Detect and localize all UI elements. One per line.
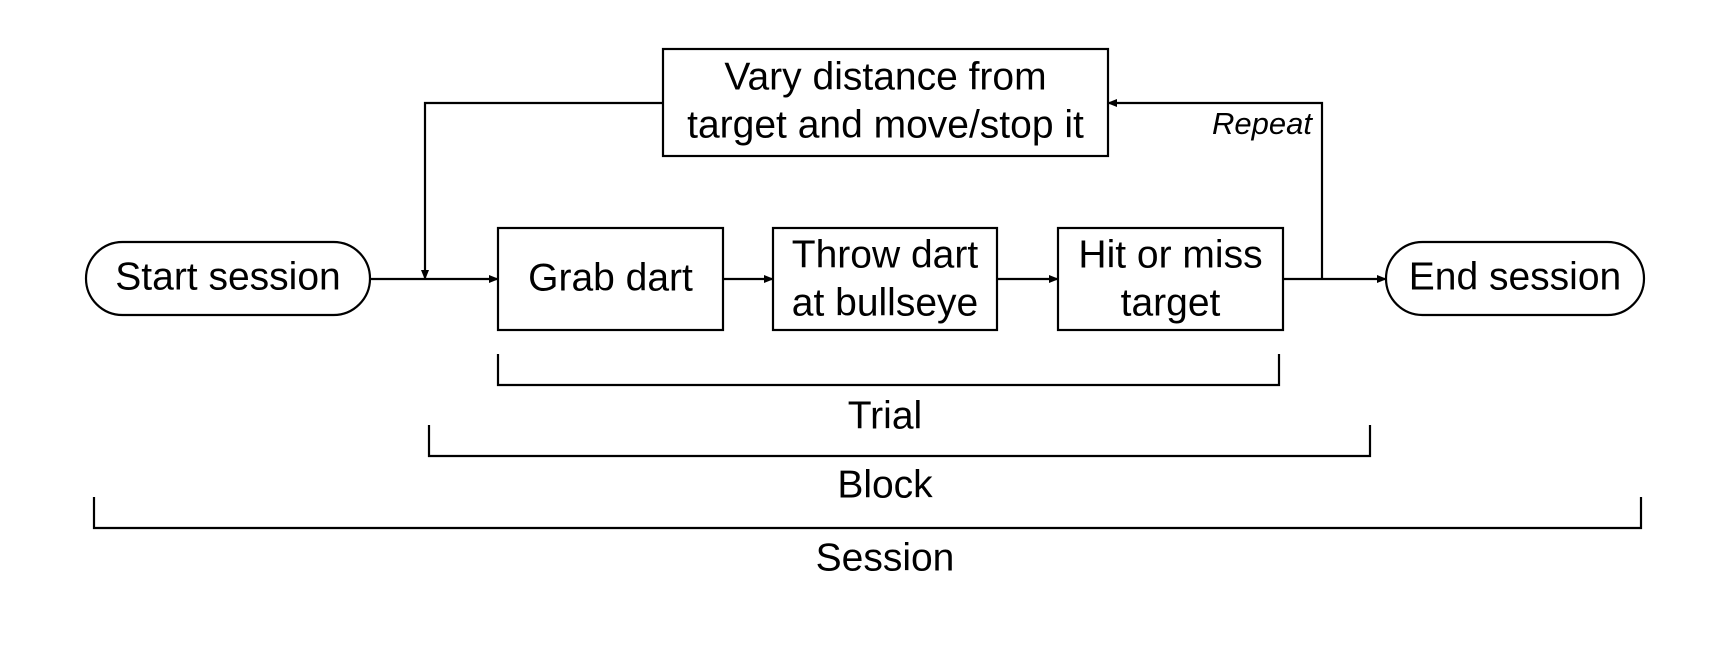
start-session-node: Start session [84,240,372,317]
throw-dart-label-line1: Throw dart [792,233,979,276]
block-bracket [427,425,1372,458]
throw-dart-label-line2: at bullseye [792,281,978,324]
trial-bracket [496,354,1281,387]
repeat-label: Repeat [1212,106,1313,141]
arrow-vary-to-main-line [421,101,663,280]
vary-distance-label-line2: target and move/stop it [687,103,1084,146]
end-session-label: End session [1409,255,1621,298]
grab-dart-node: Grab dart [496,226,725,332]
hit-or-miss-label-line1: Hit or miss [1078,233,1262,276]
hit-or-miss-node: Hit or miss target [1056,226,1285,332]
trial-label: Trial [848,394,922,437]
block-label: Block [837,463,933,506]
session-label: Session [816,536,955,579]
arrow-repeat-to-vary [1107,99,1324,279]
grab-dart-label: Grab dart [528,256,693,299]
vary-distance-node: Vary distance from target and move/stop … [661,47,1110,158]
vary-distance-label-line1: Vary distance from [724,55,1046,98]
throw-dart-node: Throw dart at bullseye [771,226,999,332]
hit-or-miss-label-line2: target [1121,281,1221,324]
session-bracket [92,497,1643,530]
end-session-node: End session [1384,240,1646,317]
start-session-label: Start session [115,255,340,298]
